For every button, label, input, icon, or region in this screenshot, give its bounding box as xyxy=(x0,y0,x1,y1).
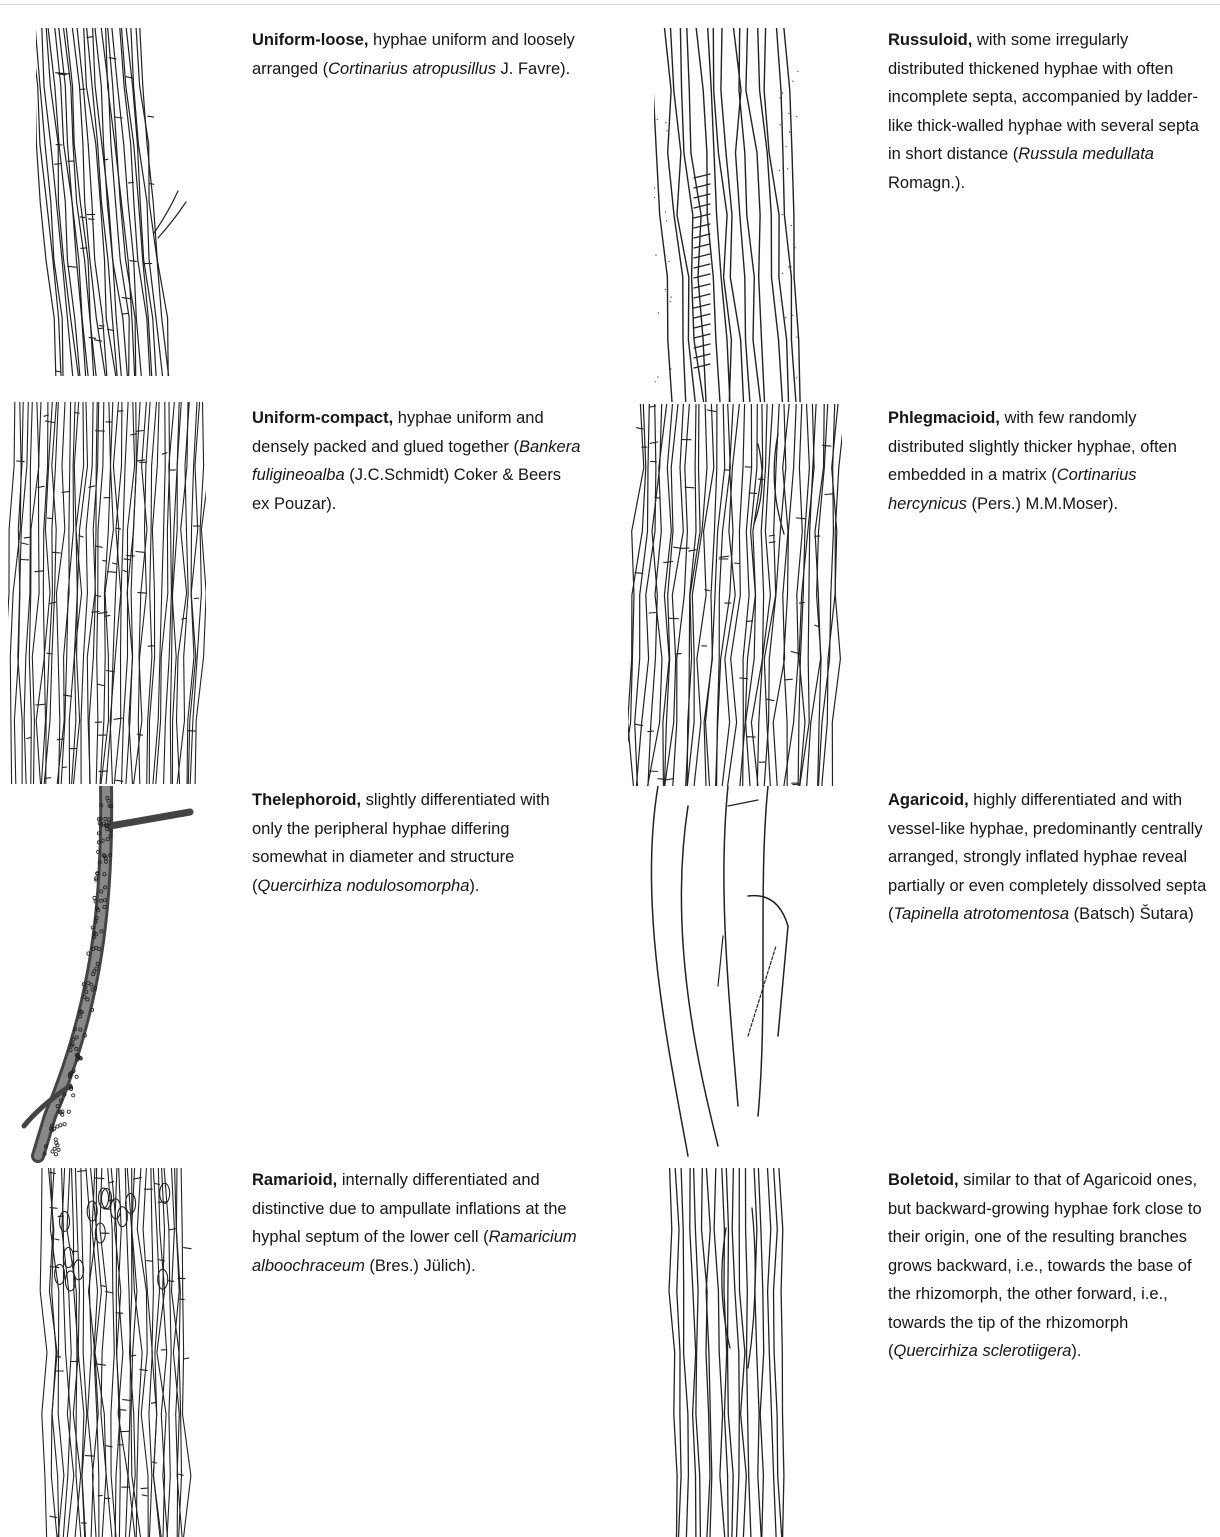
hyphae-line-art xyxy=(36,1168,202,1537)
russuloid-rhizomorph-drawing xyxy=(654,28,802,402)
hyphae-line-art xyxy=(10,786,206,1166)
russuloid-caption: Russuloid, with some irregularly distrib… xyxy=(888,26,1208,197)
caption-text: with some irregularly distributed thicke… xyxy=(888,31,1199,163)
agaricoid-rhizomorph-drawing xyxy=(628,786,842,1166)
agaricoid-caption: Agaricoid, highly differentiated and wit… xyxy=(888,786,1218,929)
caption-text: highly differentiated and with vessel-li… xyxy=(888,791,1206,923)
thelephoroid-rhizomorph-drawing xyxy=(10,786,206,1166)
caption-species-name: Cortinarius atropusillus xyxy=(328,60,496,78)
thelephoroid-caption: Thelephoroid, slightly differentiated wi… xyxy=(252,786,582,900)
ramarioid-caption: Ramarioid, internally differentiated and… xyxy=(252,1166,592,1280)
hyphae-line-art xyxy=(628,786,842,1166)
phlegmacioid-rhizomorph-drawing xyxy=(628,404,842,786)
caption-species-name: Russula medullata xyxy=(1018,145,1154,163)
top-border-line xyxy=(0,4,1220,5)
caption-species-name: Quercirhiza sclerotiigera xyxy=(894,1342,1072,1360)
ramarioid-rhizomorph-drawing xyxy=(36,1168,202,1537)
caption-text: (Pers.) M.M.Moser). xyxy=(967,495,1118,513)
caption-term: Uniform-compact, xyxy=(252,409,393,427)
uniform-loose-rhizomorph-drawing xyxy=(36,28,196,376)
hyphae-line-art xyxy=(656,1168,796,1537)
caption-term: Agaricoid, xyxy=(888,791,969,809)
uniform-compact-caption: Uniform-compact, hyphae uniform and dens… xyxy=(252,404,582,518)
hyphae-line-art xyxy=(628,404,842,786)
caption-term: Ramarioid, xyxy=(252,1171,337,1189)
caption-text: Romagn.). xyxy=(888,174,965,192)
caption-term: Uniform-loose, xyxy=(252,31,368,49)
hyphae-line-art xyxy=(36,28,196,376)
caption-text: (Bres.) Jülich). xyxy=(365,1257,476,1275)
hyphae-line-art xyxy=(654,28,802,402)
caption-text: ). xyxy=(1071,1342,1081,1360)
caption-text: similar to that of Agaricoid ones, but b… xyxy=(888,1171,1202,1360)
boletoid-caption: Boletoid, similar to that of Agaricoid o… xyxy=(888,1166,1208,1366)
hyphae-line-art xyxy=(8,402,206,784)
caption-species-name: Quercirhiza nodulosomorpha xyxy=(258,877,470,895)
caption-term: Thelephoroid, xyxy=(252,791,361,809)
caption-term: Russuloid, xyxy=(888,31,972,49)
caption-text: ). xyxy=(469,877,479,895)
caption-term: Boletoid, xyxy=(888,1171,959,1189)
uniform-loose-caption: Uniform-loose, hyphae uniform and loosel… xyxy=(252,26,592,83)
phlegmacioid-caption: Phlegmacioid, with few randomly distribu… xyxy=(888,404,1208,518)
uniform-compact-rhizomorph-drawing xyxy=(8,402,206,784)
caption-term: Phlegmacioid, xyxy=(888,409,1000,427)
caption-text: J. Favre). xyxy=(496,60,570,78)
boletoid-rhizomorph-drawing xyxy=(656,1168,796,1537)
caption-text: (Batsch) Šutara) xyxy=(1069,905,1194,923)
caption-species-name: Tapinella atrotomentosa xyxy=(894,905,1070,923)
